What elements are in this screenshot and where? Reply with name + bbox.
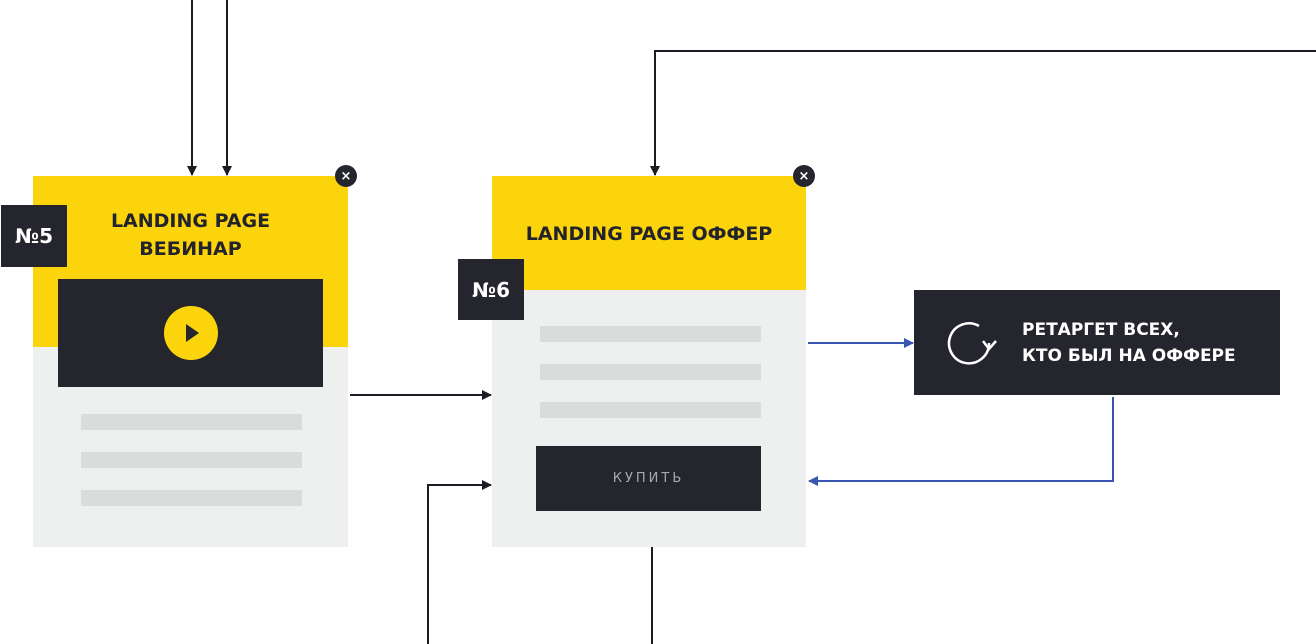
- step-badge: №5: [1, 205, 67, 267]
- text-placeholder: [81, 490, 302, 506]
- card-title-line1: LANDING PAGE: [110, 210, 271, 232]
- close-icon[interactable]: ×: [793, 165, 815, 187]
- buy-button[interactable]: КУПИТЬ: [536, 446, 761, 511]
- text-placeholder: [540, 364, 761, 380]
- retarget-box: РЕТАРГЕТ ВСЕХ, КТО БЫЛ НА ОФФЕРЕ: [914, 290, 1280, 395]
- landing-card-webinar: LANDING PAGE ВЕБИНАР: [33, 176, 348, 547]
- close-icon[interactable]: ×: [335, 165, 357, 187]
- card-title: LANDING PAGE ОФФЕР: [525, 223, 773, 245]
- text-placeholder: [81, 414, 302, 430]
- video-player[interactable]: [58, 279, 323, 387]
- text-placeholder: [540, 402, 761, 418]
- arrow-retarget-to-card6: [808, 397, 1114, 486]
- retarget-line1: РЕТАРГЕТ ВСЕХ,: [1022, 320, 1180, 340]
- refresh-icon: [947, 322, 997, 365]
- card-title-line2: ВЕБИНАР: [139, 238, 242, 260]
- card-header: [492, 176, 806, 290]
- step-badge: №6: [458, 259, 524, 320]
- retarget-line2: КТО БЫЛ НА ОФФЕРЕ: [1022, 346, 1236, 366]
- landing-card-offer: LANDING PAGE ОФФЕР КУПИТЬ: [492, 176, 806, 547]
- arrow-top-to-card6: [650, 50, 1316, 176]
- play-icon[interactable]: [164, 306, 218, 360]
- text-placeholder: [540, 326, 761, 342]
- retarget-label: РЕТАРГЕТ ВСЕХ, КТО БЫЛ НА ОФФЕРЕ: [1022, 317, 1236, 369]
- text-placeholder: [81, 452, 302, 468]
- arrow-bottom-to-card6: [427, 480, 492, 644]
